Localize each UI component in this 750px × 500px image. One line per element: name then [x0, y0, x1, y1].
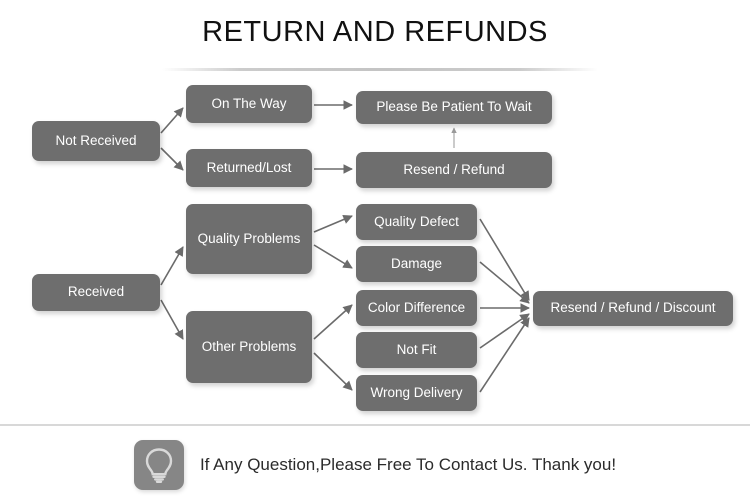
edge-other-problems-color-difference [313, 304, 353, 340]
node-resend-refund[interactable]: Resend / Refund [356, 152, 552, 188]
node-label: Not Fit [396, 341, 437, 357]
node-please-be-patient-to-wait[interactable]: Please Be Patient To Wait [356, 91, 552, 124]
edge-received-quality-problems [160, 246, 184, 286]
footer-bar: If Any Question,Please Free To Contact U… [0, 434, 750, 496]
node-quality-defect[interactable]: Quality Defect [356, 204, 477, 240]
edge-not-received-on-the-way [160, 107, 184, 134]
node-label: Please Be Patient To Wait [376, 99, 532, 115]
node-label: Quality Defect [374, 213, 459, 229]
edge-damage-final [479, 261, 530, 304]
lightbulb-icon [133, 440, 184, 490]
node-resend-refund-discount[interactable]: Resend / Refund / Discount [533, 291, 733, 326]
edge-not-received-returned-lost [160, 147, 184, 171]
node-wrong-delivery[interactable]: Wrong Delivery [356, 375, 477, 411]
node-not-fit[interactable]: Not Fit [356, 332, 477, 368]
node-label: Resend / Refund / Discount [550, 300, 716, 316]
node-label: Color Difference [367, 299, 466, 315]
footer-text: If Any Question,Please Free To Contact U… [199, 455, 617, 474]
edge-received-other-problems [160, 299, 184, 340]
node-damage[interactable]: Damage [356, 246, 477, 282]
node-on-the-way[interactable]: On The Way [186, 85, 312, 123]
edge-other-problems-wrong-delivery [313, 352, 353, 391]
node-label: Received [67, 284, 125, 300]
node-not-received[interactable]: Not Received [32, 121, 160, 161]
node-label: Quality Problems [197, 230, 301, 246]
node-label: Other Problems [201, 338, 297, 354]
edge-wrong-delivery-final [479, 317, 530, 393]
edge-quality-problems-damage [313, 244, 353, 269]
footer-divider [0, 424, 750, 426]
node-label: On The Way [211, 95, 287, 111]
node-label: Resend / Refund [403, 161, 505, 177]
page-title: RETURN AND REFUNDS [202, 16, 548, 48]
node-label: Not Received [55, 132, 137, 148]
node-label: Damage [390, 255, 443, 271]
node-label: Wrong Delivery [370, 384, 463, 400]
node-color-difference[interactable]: Color Difference [356, 290, 477, 326]
node-label: Returned/Lost [206, 159, 292, 175]
edge-quality-problems-quality-defect [313, 214, 353, 233]
node-received[interactable]: Received [32, 274, 160, 311]
node-other-problems[interactable]: Other Problems [186, 311, 312, 383]
edge-quality-defect-final [479, 218, 530, 301]
node-returned-lost[interactable]: Returned/Lost [186, 149, 312, 187]
edge-not-fit-final [479, 313, 530, 349]
title-divider [162, 68, 598, 71]
node-quality-problems[interactable]: Quality Problems [186, 204, 312, 274]
